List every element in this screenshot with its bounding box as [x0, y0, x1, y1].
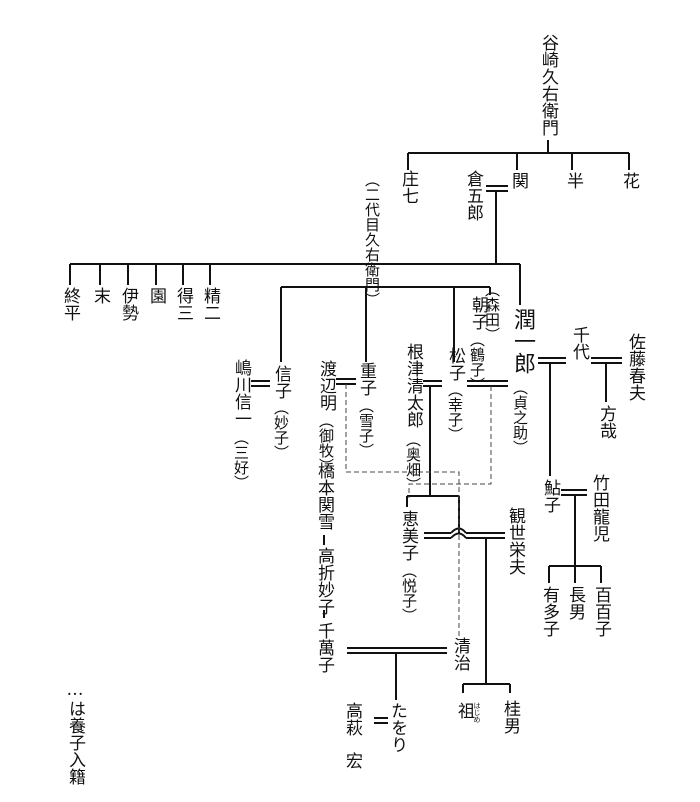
shigeko-note: （雪子）	[357, 398, 375, 458]
shimakawa-note: （三好）	[232, 430, 250, 490]
watanabe: 渡辺明	[316, 360, 336, 411]
arita: 有多子	[539, 586, 559, 637]
hajime: 祖	[454, 702, 474, 719]
legend-adoption: …は養子入籍	[65, 680, 85, 785]
nobuko-note: （妙子）	[272, 400, 290, 460]
asako: 朝子	[468, 296, 488, 330]
tawori: たをり	[387, 702, 407, 753]
shigeko: 重子	[356, 362, 376, 396]
momoko: 百百子	[591, 586, 611, 637]
seki: 関	[508, 172, 528, 189]
chimako: 千萬子	[314, 622, 334, 673]
sue: 末	[90, 287, 110, 304]
nobuko: 信子	[271, 365, 291, 399]
tanizaki-kyuemon: 谷崎久右衛門	[538, 34, 558, 136]
kanze: 観世栄夫	[505, 507, 525, 575]
junichiro: 潤一郎	[510, 308, 535, 374]
seiji2: 清治	[450, 637, 470, 671]
emiko-note: （悦子）	[400, 563, 418, 623]
han: 半	[563, 172, 583, 189]
matsuko-note: （幸子）	[446, 382, 464, 442]
takahagi: 高萩	[342, 702, 362, 736]
tokuzo: 得三	[173, 287, 193, 321]
hoya: 方哉	[596, 405, 616, 439]
seiji: 精二	[200, 287, 220, 321]
shoshichi: 庄七	[398, 170, 418, 204]
chiyo: 千代	[569, 326, 589, 360]
chonan: 長男	[565, 586, 585, 620]
watanabe-note: （御牧）	[317, 413, 335, 473]
hiroshi: 宏	[342, 752, 362, 769]
matsuko: 松子	[445, 347, 465, 381]
nezu-note: （奥畑）	[404, 432, 422, 492]
junichiro-note: （貞之助）	[511, 380, 529, 455]
nezu: 根津清太郎	[403, 343, 423, 428]
sato-haruo: 佐藤春夫	[625, 333, 645, 401]
keio: 桂男	[500, 700, 520, 734]
hana: 花	[619, 172, 639, 189]
asako-note1: （森田）	[483, 282, 501, 342]
hashimoto: 橋本関雪	[314, 462, 334, 530]
kuragoro: 倉五郎	[463, 170, 483, 221]
takeda: 竹田龍児	[589, 474, 609, 542]
asako-note2: （鶴子）	[468, 332, 486, 392]
ise: 伊勢	[118, 287, 138, 321]
shuhei: 終平	[60, 287, 80, 321]
shimakawa: 嶋川信一	[231, 359, 251, 427]
sono: 園	[146, 287, 166, 304]
takaori: 高折妙子	[314, 547, 334, 615]
emiko: 恵美子	[398, 510, 418, 561]
hajime-ruby: はじめ	[473, 702, 481, 723]
shoshichi-note: （二代目久右衛門）	[363, 172, 381, 307]
ayuko: 鮎子	[540, 479, 560, 513]
